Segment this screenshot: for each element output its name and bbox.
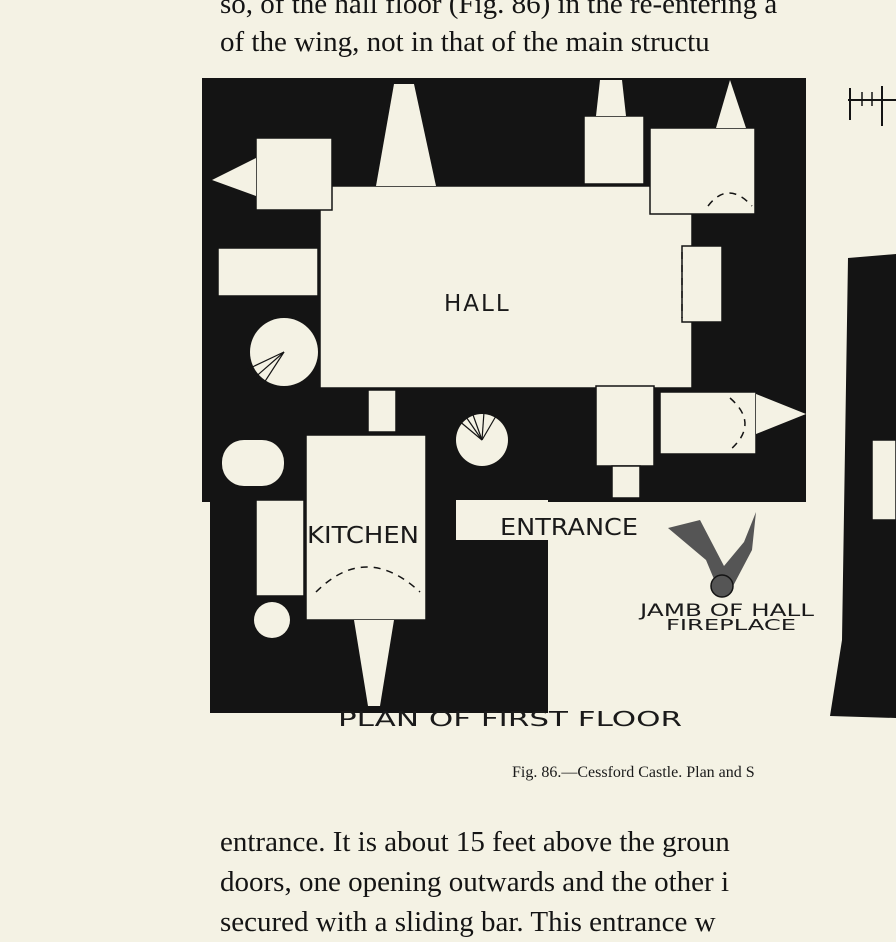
entrance-label: ENTRANCE (500, 515, 638, 541)
body-text-line-4: doors, one opening outwards and the othe… (220, 866, 730, 898)
fireplace-jamb-detail (668, 512, 756, 598)
entrance-passage (456, 500, 548, 540)
figure-caption: Fig. 86.—Cessford Castle. Plan and S (512, 764, 755, 781)
body-text-line-5: secured with a sliding bar. This entranc… (220, 906, 716, 938)
body-text-line-2: of the wing, not in that of the main str… (220, 26, 710, 58)
jamb-label-line-2: FIREPLACE (666, 616, 796, 634)
kitchen-label: KITCHEN (307, 523, 419, 549)
body-text-line-3: entrance. It is about 15 feet above the … (220, 826, 730, 858)
section-drawing-partial (830, 86, 896, 718)
spiral-stair-lines (245, 351, 497, 441)
jamb-label-line-1: JAMB OF HALL (639, 601, 815, 621)
plan-dashed-details (315, 192, 753, 593)
body-text-line-1: so, of the hall floor (Fig. 86) in the r… (220, 0, 778, 20)
plan-title: PLAN OF FIRST FLOOR (338, 707, 682, 731)
castle-floor-plan-figure: HALL KITCHEN ENTRANCE JAMB OF HALL FIREP… (202, 78, 896, 731)
hall-label: HALL (444, 291, 511, 317)
kitchen-room (305, 434, 427, 621)
hall-room (319, 185, 693, 389)
floor-plan-rooms (217, 115, 757, 621)
